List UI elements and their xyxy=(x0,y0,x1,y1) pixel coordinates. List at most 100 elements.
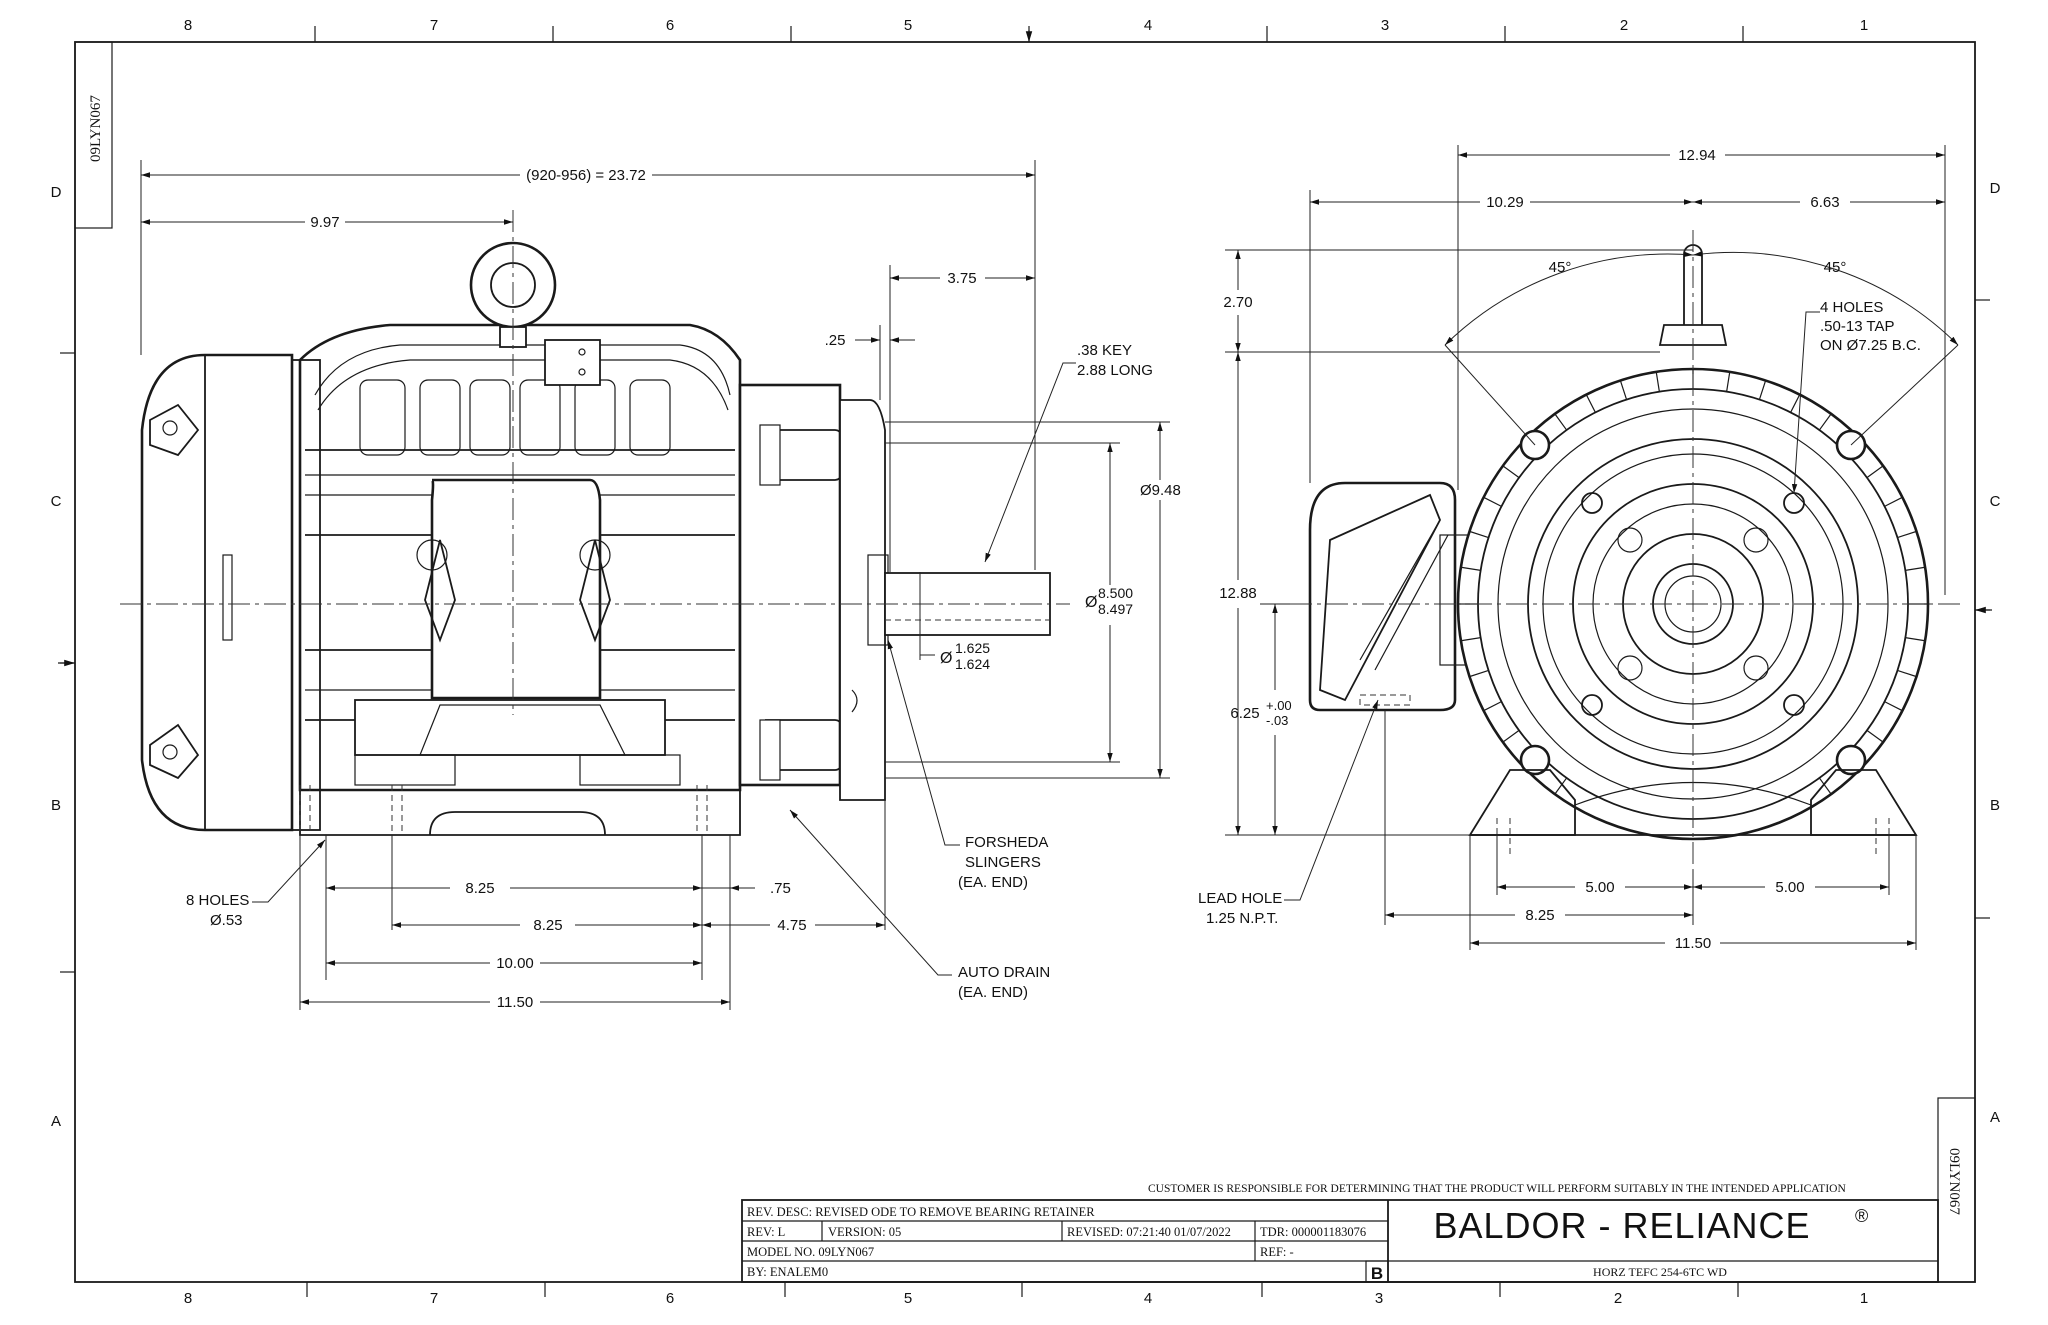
zone-left-d: D xyxy=(51,184,62,201)
dim-end-right-width: 6.63 xyxy=(1810,194,1839,211)
lead-hole-note-line1: LEAD HOLE xyxy=(1198,890,1282,907)
zone-left-b: B xyxy=(51,797,61,814)
zone-bottom-1: 1 xyxy=(1860,1290,1868,1307)
zone-bottom-2: 2 xyxy=(1614,1290,1622,1307)
zone-left-a: A xyxy=(51,1113,61,1130)
zone-labels: 8 7 6 5 4 3 2 1 8 7 6 5 4 3 2 1 D C B A … xyxy=(51,17,2001,1307)
cooling-fin xyxy=(1790,394,1801,413)
cooling-fin xyxy=(1897,530,1917,539)
dim-flange-offset: .25 xyxy=(825,332,846,349)
slingers-note-line2: SLINGERS xyxy=(965,854,1041,871)
dim-foot-825-b: 8.25 xyxy=(533,917,562,934)
cooling-fin xyxy=(1758,380,1767,400)
dim-foot-825-a: 8.25 xyxy=(465,880,494,897)
angle-right: 45° xyxy=(1824,259,1847,276)
zone-right-b: B xyxy=(1990,797,2000,814)
title-block: CUSTOMER IS RESPONSIBLE FOR DETERMINING … xyxy=(741,1183,1939,1283)
auto-drain-note-line2: (EA. END) xyxy=(958,984,1028,1001)
dim-shaft-height: 6.25 xyxy=(1230,705,1259,722)
tap-note-line3: ON Ø7.25 B.C. xyxy=(1820,337,1921,354)
revised-date: REVISED: 07:21:40 01/07/2022 xyxy=(1067,1225,1231,1239)
cooling-fin xyxy=(1502,465,1520,479)
zone-top-7: 7 xyxy=(430,17,438,34)
drawing-id-bottom-right: 09LYN067 xyxy=(1946,1148,1962,1215)
zone-top-2: 2 xyxy=(1620,17,1628,34)
dim-foot-475: 4.75 xyxy=(777,917,806,934)
holes-note-line2: Ø.53 xyxy=(210,912,243,929)
zone-top-3: 3 xyxy=(1381,17,1389,34)
auto-drain-note-line1: AUTO DRAIN xyxy=(958,964,1050,981)
zone-bottom-7: 7 xyxy=(430,1290,438,1307)
registered-mark: ® xyxy=(1855,1206,1868,1226)
customer-note: CUSTOMER IS RESPONSIBLE FOR DETERMINING … xyxy=(1148,1183,1846,1195)
dim-shaft-diameter-min: 1.624 xyxy=(955,656,990,672)
zone-top-1: 1 xyxy=(1860,17,1868,34)
dim-overall-length: (920-956) = 23.72 xyxy=(526,167,646,184)
key-note-line1: .38 KEY xyxy=(1077,342,1132,359)
cooling-fin xyxy=(1905,566,1926,571)
zone-right-c: C xyxy=(1990,493,2001,510)
dim-end-825: 8.25 xyxy=(1525,907,1554,924)
rev-description: REV. DESC: REVISED ODE TO REMOVE BEARING… xyxy=(747,1205,1095,1219)
holes-note-line1: 8 HOLES xyxy=(186,892,249,909)
dim-lifting-eye: 9.97 xyxy=(310,214,339,231)
dim-shaft-diameter-max: 1.625 xyxy=(955,640,990,656)
cooling-fin xyxy=(1866,729,1884,743)
zone-right-a: A xyxy=(1990,1109,2000,1126)
ref: REF: - xyxy=(1260,1245,1294,1259)
cooling-fin xyxy=(1483,496,1502,507)
drawn-by: BY: ENALEM0 xyxy=(747,1265,828,1279)
dim-pilot-diameter-min: 8.497 xyxy=(1098,601,1133,617)
cooling-fin xyxy=(1619,380,1628,400)
dim-shaft-diameter-prefix: Ø xyxy=(940,650,952,667)
version: VERSION: 05 xyxy=(828,1225,901,1239)
dim-foot-075: .75 xyxy=(770,880,791,897)
lead-hole-note-line2: 1.25 N.P.T. xyxy=(1206,910,1278,927)
tap-note-line1: 4 HOLES xyxy=(1820,299,1883,316)
tdr-number: TDR: 000001183076 xyxy=(1260,1225,1366,1239)
dim-foot-1000: 10.00 xyxy=(496,955,534,972)
cooling-fin xyxy=(1469,530,1489,539)
cooling-fin xyxy=(1483,701,1502,712)
side-view-dimensions: (920-956) = 23.72 9.97 3.75 .25 .38 KEY … xyxy=(140,160,1181,1011)
zone-top-5: 5 xyxy=(904,17,912,34)
dim-shaft-height-tol-plus: +.00 xyxy=(1266,698,1292,713)
dim-eye-height: 2.70 xyxy=(1223,294,1252,311)
cooling-fin xyxy=(1469,669,1489,678)
cooling-fin xyxy=(1905,637,1926,642)
slingers-note-line1: FORSHEDA xyxy=(965,834,1048,851)
end-view-dimensions: 12.94 10.29 6.63 45° 45° 4 HOLES .50-13 … xyxy=(1198,145,1959,952)
cooling-fin xyxy=(1897,669,1917,678)
dim-end-overall-width: 12.94 xyxy=(1678,147,1716,164)
cooling-fin xyxy=(1460,566,1481,571)
zone-bottom-3: 3 xyxy=(1375,1290,1383,1307)
drawing-id-top-left: 09LYN067 xyxy=(88,95,104,162)
zone-bottom-4: 4 xyxy=(1144,1290,1152,1307)
motor-description: HORZ TEFC 254-6TC WD xyxy=(1593,1265,1727,1279)
key-note-line2: 2.88 LONG xyxy=(1077,362,1153,379)
zone-top-8: 8 xyxy=(184,17,192,34)
dim-end-left-width: 10.29 xyxy=(1486,194,1524,211)
company-name: BALDOR - RELIANCE xyxy=(1433,1205,1810,1246)
cooling-fin xyxy=(1884,496,1903,507)
dim-pilot-diameter-max: 8.500 xyxy=(1098,585,1133,601)
slingers-note-line3: (EA. END) xyxy=(958,874,1028,891)
cooling-fin xyxy=(1460,637,1481,642)
cooling-fin xyxy=(1585,394,1596,413)
cooling-fin xyxy=(1818,413,1832,431)
zone-top-4: 4 xyxy=(1144,17,1152,34)
dim-pilot-diameter-prefix: Ø xyxy=(1085,594,1097,611)
cooling-fin xyxy=(1554,777,1568,795)
cooling-fin xyxy=(1554,413,1568,431)
cooling-fin xyxy=(1866,465,1884,479)
model-number: MODEL NO. 09LYN067 xyxy=(747,1245,874,1259)
dim-shaft-height-tol-minus: -.03 xyxy=(1266,713,1288,728)
cooling-fin xyxy=(1502,729,1520,743)
end-view-motor xyxy=(1290,230,1960,870)
side-view-motor xyxy=(120,210,1070,836)
cooling-fin xyxy=(1726,371,1731,392)
dim-end-overall-height: 12.88 xyxy=(1219,585,1257,602)
zone-bottom-8: 8 xyxy=(184,1290,192,1307)
dim-end-1150: 11.50 xyxy=(1675,935,1711,952)
